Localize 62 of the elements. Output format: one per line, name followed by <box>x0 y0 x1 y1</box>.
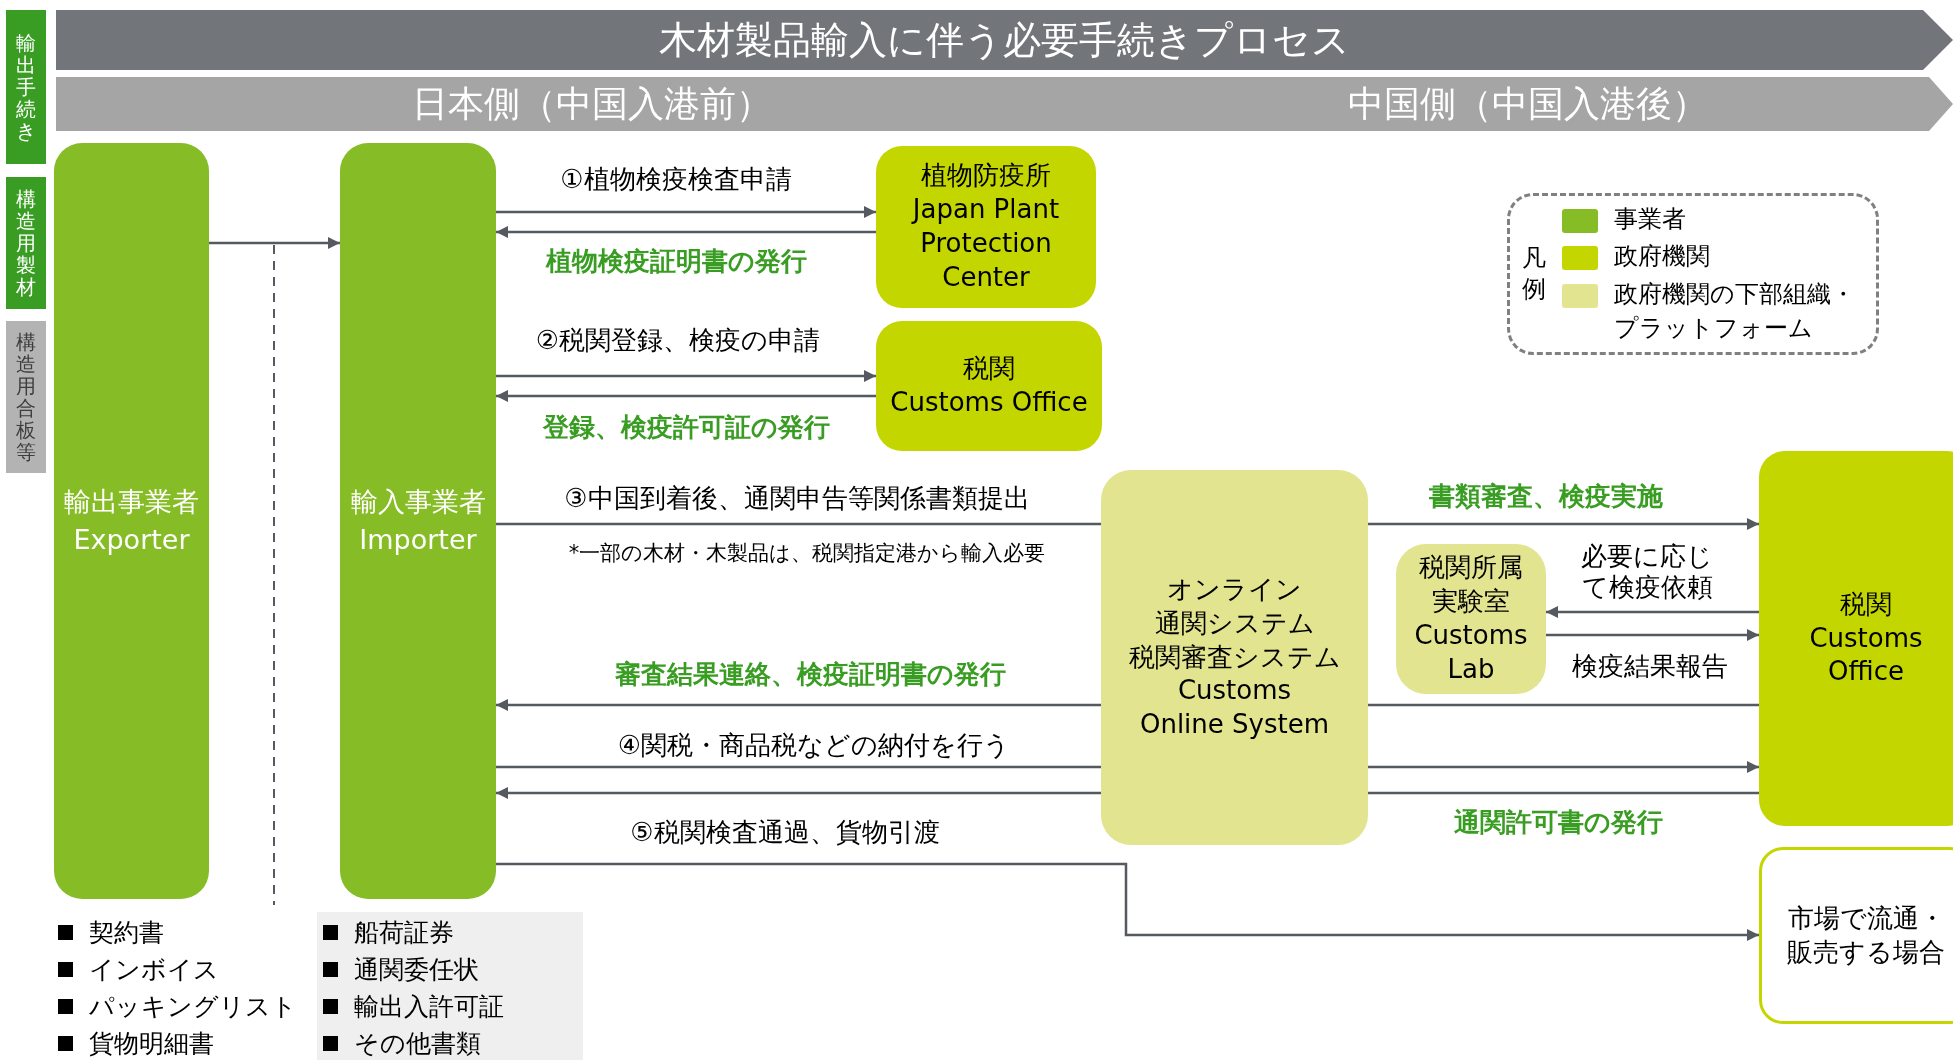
category-tab <box>6 10 46 164</box>
actor-box <box>54 143 209 899</box>
box-label: 税関所属実験室 <box>1418 551 1524 619</box>
list-item: 輸出入許可証 <box>354 990 504 1023</box>
legend-label: 政府機関 <box>1614 241 1711 273</box>
box-label: 税関 <box>963 352 1015 386</box>
category-label: 輸出手続き <box>16 32 36 142</box>
system-box <box>1101 470 1368 845</box>
box-label: Japan Plant Protection Center <box>910 193 1061 294</box>
category-label: 構造用合板等 <box>16 331 36 463</box>
title: 木材製品輸入に伴う必要手続きプロセス <box>659 16 1350 64</box>
phase-label: 日本側（中国入港前） <box>411 82 772 126</box>
legend-label: 事業者 <box>1614 203 1687 235</box>
actor-box <box>340 143 496 899</box>
list-item: 通関委任状 <box>354 953 479 986</box>
legend-title: 凡例 <box>1522 242 1546 305</box>
list-item: インボイス <box>89 953 219 986</box>
category-tab <box>6 177 46 309</box>
box-label: 税関審査システム <box>1128 640 1341 674</box>
arrow <box>496 370 876 382</box>
connector-line <box>496 765 1101 769</box>
agency-box <box>1759 451 1953 826</box>
note: *一部の木材・木製品は、税関指定港から輸入必要 <box>568 540 1046 568</box>
box-label: Customs Office <box>1808 621 1924 689</box>
arrow <box>496 206 876 218</box>
box-label: Exporter <box>73 523 190 557</box>
box-label: オンライン通関システム <box>1153 573 1316 640</box>
box-label: 税関 <box>1840 587 1892 621</box>
arrow <box>1546 629 1759 641</box>
category-tab <box>6 321 46 473</box>
box-label: 輸出事業者 <box>64 485 199 520</box>
arrow <box>496 862 1759 941</box>
agency-box <box>876 146 1096 308</box>
list-item: パッキングリスト <box>89 990 297 1023</box>
box-label: Customs Office <box>890 386 1088 419</box>
legend-label: 政府機関の下部組織・プラットフォーム <box>1614 279 1856 344</box>
arrow <box>1368 761 1759 773</box>
arrow <box>1546 606 1759 618</box>
arrow <box>496 226 876 238</box>
arrow <box>209 237 340 249</box>
arrow <box>496 699 1101 711</box>
connector-line <box>496 522 1101 526</box>
arrow <box>496 390 876 402</box>
outcome-box <box>1759 847 1953 1024</box>
box-label: Customs Online System <box>1138 674 1331 742</box>
connector-line <box>1368 791 1759 795</box>
list-item: 契約書 <box>89 916 164 949</box>
list-item: その他書類 <box>354 1027 481 1060</box>
box-label: 植物防疫所 <box>921 159 1051 193</box>
box-label: 輸入事業者 <box>350 485 486 520</box>
agency-box <box>876 321 1102 451</box>
system-box <box>1396 544 1546 694</box>
box-label: 市場で流通・販売する場合 <box>1786 901 1946 969</box>
phase-label: 中国側（中国入港後） <box>1347 82 1708 126</box>
box-label: Importer <box>359 523 477 557</box>
arrow <box>496 787 1101 799</box>
list-item: 船荷証券 <box>354 916 454 949</box>
list-item: 貨物明細書 <box>89 1027 214 1060</box>
arrow <box>1368 518 1759 530</box>
category-label: 構造用製材 <box>16 188 36 298</box>
connector-line <box>1368 703 1759 707</box>
box-label: Customs Lab <box>1413 619 1529 686</box>
